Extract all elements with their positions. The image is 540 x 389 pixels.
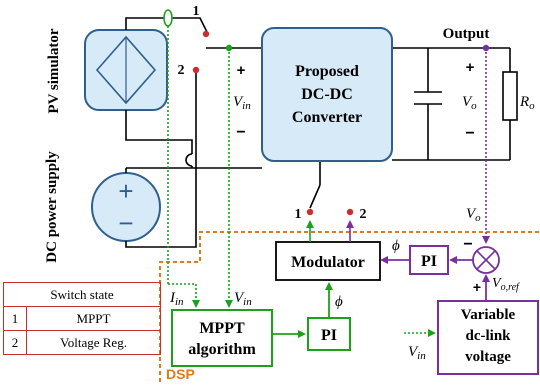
switch-row-1-mode: MPPT [26, 306, 161, 331]
vin-minus: − [236, 124, 245, 141]
pi-voltage-label: PI [421, 253, 437, 270]
phi-purple-label: ϕ [392, 238, 400, 254]
iin-mppt-label: Iin [169, 290, 184, 308]
pi-mppt-label: PI [321, 327, 337, 344]
ctrl-switch-label-2: 2 [360, 207, 367, 222]
pi-mppt-block [307, 317, 351, 351]
pi-voltage-block [409, 245, 449, 275]
vin-label: Vin [233, 94, 251, 112]
converter-label-line3: Converter [292, 109, 362, 126]
vo-minus: − [465, 125, 474, 142]
vo-feedback-label: Vo [466, 206, 481, 224]
pv-simulator-panel [84, 29, 168, 111]
iin-sense-line-lower [168, 283, 200, 308]
variable-dclink-block [437, 300, 539, 375]
ctrl-switch-contact-1 [306, 208, 314, 216]
sum-minus: − [463, 236, 472, 253]
variable-label-line3: voltage [465, 349, 511, 365]
dc-supply-minus-sign: − [118, 208, 133, 238]
pv-simulator-label: PV simulator [46, 28, 62, 113]
sum-plus: + [473, 279, 481, 295]
modulator-block [275, 241, 381, 281]
switch-contact-1 [202, 30, 210, 38]
output-label: Output [443, 26, 490, 42]
ro-label: Ro [519, 94, 535, 112]
switch-row-2-mode: Voltage Reg. [26, 330, 161, 355]
converter-label-line2: DC-DC [301, 86, 353, 103]
dc-power-supply-source: + − [91, 172, 161, 242]
vin-mppt-label: Vin [234, 290, 252, 308]
dc-supply-label: DC power supply [44, 151, 60, 263]
switch-table-header: Switch state [3, 282, 161, 307]
converter-block [261, 27, 393, 162]
table-row: 1 MPPT [3, 306, 161, 331]
output-sense-node [482, 44, 490, 52]
vin-plus: + [237, 62, 246, 79]
variable-label-line2: dc-link [465, 328, 511, 344]
switch-table-header-row: Switch state [3, 282, 161, 307]
ctrl-switch-label-1: 1 [295, 207, 302, 222]
switch-label-2: 2 [178, 63, 185, 78]
dsp-label: DSP [166, 366, 195, 382]
voref-label: Vo,ref [492, 276, 520, 293]
power-wiring [125, 17, 518, 248]
converter-label-line1: Proposed [295, 63, 359, 80]
variable-label-line1: Variable [461, 307, 516, 323]
modulator-label: Modulator [291, 254, 365, 271]
switch-row-2-num: 2 [3, 330, 27, 355]
vo-plus: + [466, 59, 475, 76]
mppt-block [171, 309, 273, 367]
phi-green-label: ϕ [335, 294, 343, 310]
mppt-label-line1: MPPT [199, 320, 245, 337]
summing-junction [472, 246, 500, 274]
vin-variable-label: Vin [408, 344, 426, 362]
voltage-sense-node [225, 44, 233, 52]
switch-label-1: 1 [193, 4, 200, 19]
switch-state-table: Switch state 1 MPPT 2 Voltage Reg. [3, 282, 161, 355]
switch-contact-2 [192, 66, 200, 74]
vo-label: Vo [462, 94, 477, 112]
table-row: 2 Voltage Reg. [3, 330, 161, 355]
switch-row-1-num: 1 [3, 306, 27, 331]
current-sensor [163, 9, 173, 27]
mppt-label-line2: algorithm [188, 341, 256, 358]
ctrl-switch-contact-2 [346, 208, 354, 216]
dc-supply-plus-sign: + [118, 176, 133, 206]
